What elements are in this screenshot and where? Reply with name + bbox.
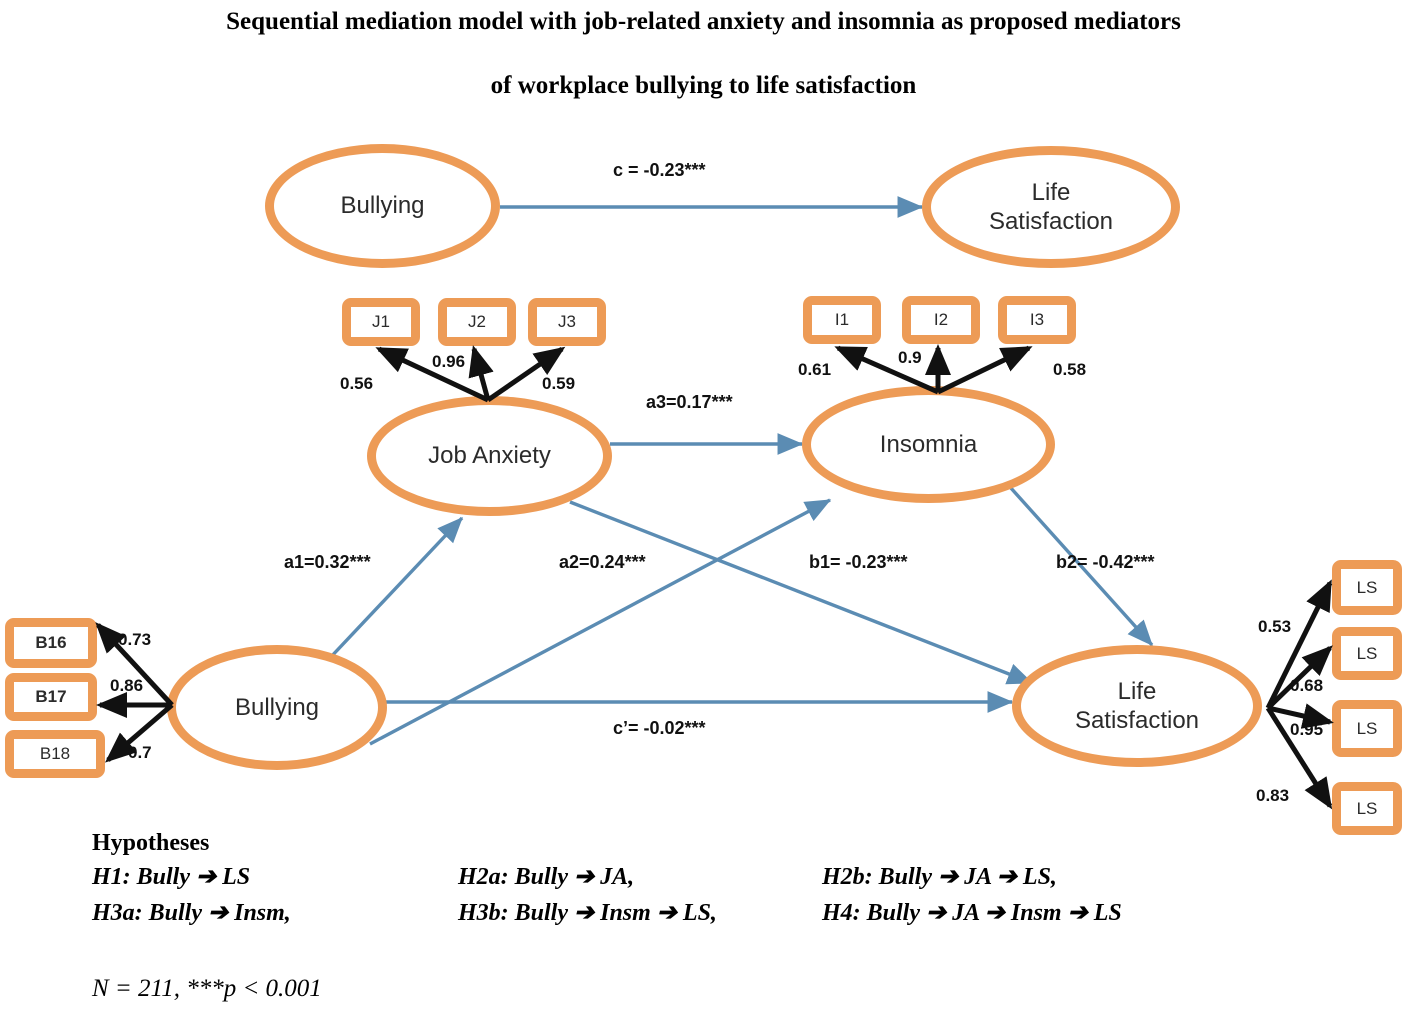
loading-label-b18: 0.7 [128, 743, 152, 762]
ls-top-line1: Life [1031, 178, 1071, 206]
loading-label-j3: 0.59 [542, 374, 576, 393]
indicator-box-i1-label: I1 [834, 310, 850, 329]
loading-label-j2: 0.96 [432, 352, 466, 371]
loading-label-j1: 0.56 [340, 374, 374, 393]
indicator-box-ls1-label: LS [1356, 577, 1378, 597]
hypothesis-h4: H4: Bully ➔ JA ➔ Insm ➔ LS [822, 900, 1122, 926]
sample-size-significance-note: N = 211, ***p < 0.001 [92, 975, 322, 1002]
indicator-box-b17[interactable]: B17 [5, 673, 97, 721]
node-bullying-top-label: Bullying [340, 192, 425, 220]
path-label-c-prime: c’= -0.02*** [613, 718, 706, 738]
indicator-box-ls3[interactable]: LS [1332, 700, 1402, 757]
node-bullying-bottom-label: Bullying [234, 693, 320, 721]
indicator-box-b18[interactable]: B18 [5, 730, 105, 778]
indicator-box-i3-label: I3 [1029, 310, 1045, 329]
loading-label-b17: 0.86 [110, 676, 144, 695]
indicator-box-i2-label: I2 [933, 310, 949, 329]
hypothesis-h2b: H2b: Bully ➔ JA ➔ LS, [822, 864, 1057, 890]
page-title-line-2: of workplace bullying to life satisfacti… [490, 72, 917, 99]
indicator-box-j1[interactable]: J1 [342, 298, 420, 346]
indicator-box-j1-label: J1 [372, 312, 390, 331]
indicator-box-ls2[interactable]: LS [1332, 627, 1402, 680]
node-insomnia-label: Insomnia [879, 430, 978, 458]
loading-label-ls2: 0.68 [1290, 676, 1324, 695]
indicator-box-ls2-label: LS [1356, 643, 1378, 663]
indicator-box-ls4-label: LS [1356, 798, 1378, 818]
page-title-line-1: Sequential mediation model with job-rela… [226, 8, 1181, 35]
node-bullying-top[interactable]: Bullying [265, 144, 500, 268]
loading-label-ls1: 0.53 [1258, 617, 1292, 636]
loading-label-i3: 0.58 [1053, 360, 1087, 379]
indicator-box-b18-label: B18 [39, 744, 71, 763]
indicator-box-i1[interactable]: I1 [803, 296, 881, 344]
node-bullying-bottom[interactable]: Bullying [167, 645, 387, 770]
node-insomnia[interactable]: Insomnia [802, 386, 1055, 503]
hypothesis-h2a: H2a: Bully ➔ JA, [458, 864, 635, 890]
node-life-satisfaction-bottom[interactable]: Life Satisfaction [1012, 645, 1262, 767]
path-label-a1: a1=0.32*** [284, 552, 371, 572]
indicator-box-i3[interactable]: I3 [998, 296, 1076, 344]
indicator-box-b17-label: B17 [35, 687, 67, 706]
loading-label-b16: 0.73 [118, 630, 152, 649]
ls-bottom-line2: Satisfaction [1074, 707, 1200, 734]
node-life-satisfaction-top-label: Life Satisfaction [989, 178, 1113, 237]
path-label-a3: a3=0.17*** [646, 392, 733, 412]
path-label-c: c = -0.23*** [613, 160, 706, 180]
path-label-b2: b2= -0.42*** [1056, 552, 1155, 572]
indicator-box-j2[interactable]: J2 [438, 298, 516, 346]
hypotheses-heading: Hypotheses [92, 830, 210, 856]
hypothesis-h1: H1: Bully ➔ LS [92, 864, 251, 890]
indicator-box-b16[interactable]: B16 [5, 618, 97, 668]
path-label-b1: b1= -0.23*** [809, 552, 908, 572]
indicator-box-ls1[interactable]: LS [1332, 560, 1402, 615]
indicator-box-b16-label: B16 [35, 633, 67, 652]
indicator-box-ls3-label: LS [1356, 718, 1378, 738]
indicator-box-j2-label: J2 [468, 312, 486, 331]
node-job-anxiety-label: Job Anxiety [428, 442, 551, 470]
ls-top-line2: Satisfaction [988, 208, 1114, 235]
indicator-box-j3-label: J3 [558, 312, 576, 331]
node-job-anxiety[interactable]: Job Anxiety [367, 396, 612, 516]
loading-label-ls4: 0.83 [1256, 786, 1290, 805]
loading-label-i1: 0.61 [798, 360, 832, 379]
node-life-satisfaction-bottom-label: Life Satisfaction [1075, 677, 1199, 736]
loading-label-i2: 0.9 [898, 348, 922, 367]
loading-label-ls3: 0.95 [1290, 720, 1324, 739]
indicator-box-i2[interactable]: I2 [902, 296, 980, 344]
node-life-satisfaction-top[interactable]: Life Satisfaction [922, 146, 1180, 268]
path-label-a2: a2=0.24*** [559, 552, 646, 572]
indicator-box-ls4[interactable]: LS [1332, 782, 1402, 835]
ls-bottom-line1: Life [1117, 677, 1157, 705]
hypothesis-h3b: H3b: Bully ➔ Insm ➔ LS, [458, 900, 717, 926]
indicator-box-j3[interactable]: J3 [528, 298, 606, 346]
hypothesis-h3a: H3a: Bully ➔ Insm, [92, 900, 291, 926]
